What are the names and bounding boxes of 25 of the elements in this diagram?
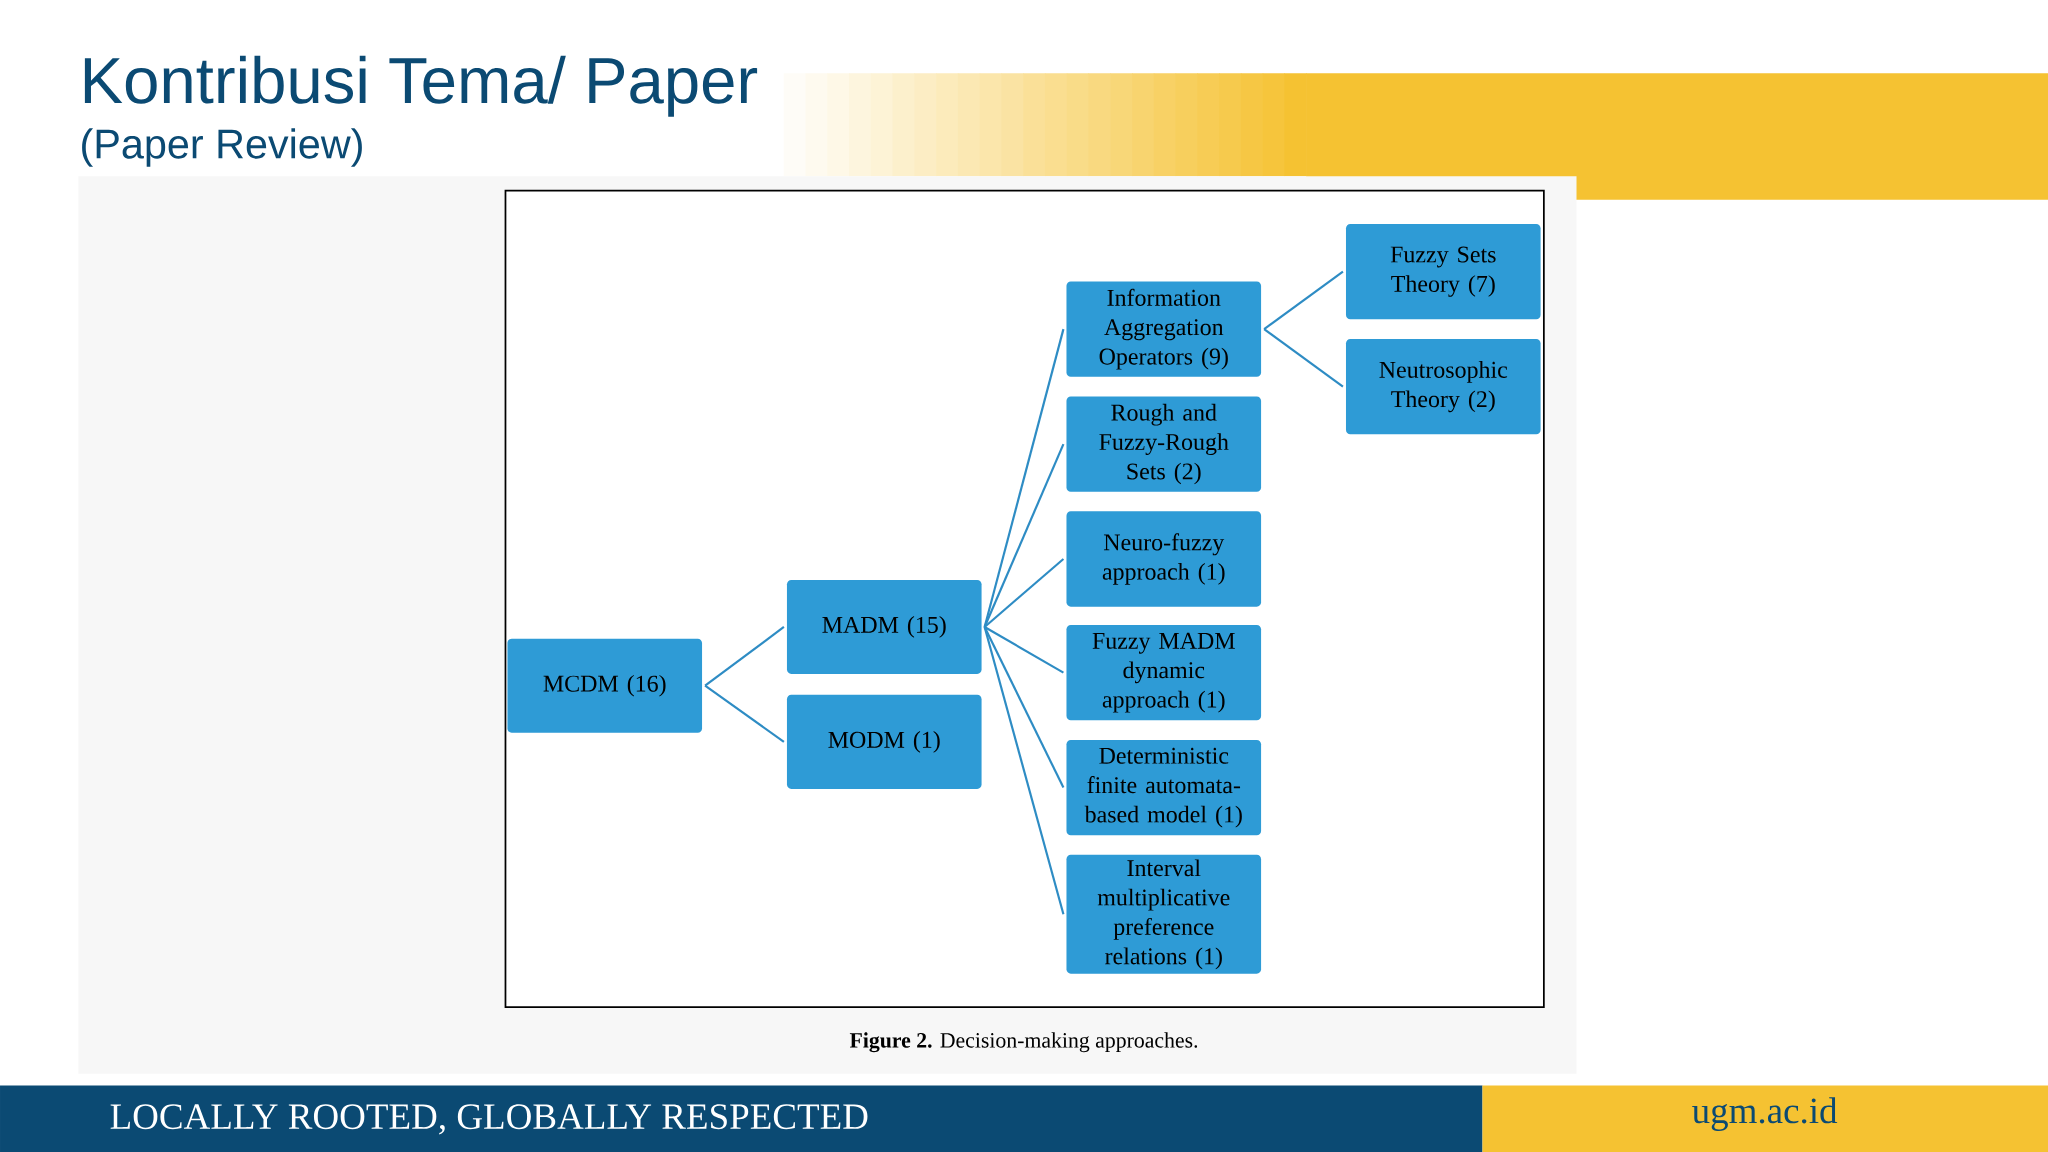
connector-line	[704, 684, 785, 743]
connector-line	[983, 626, 1065, 915]
process-box: Rough and Fuzzy-Rough Sets (2)	[1066, 396, 1262, 492]
process-box: MADM (15)	[786, 579, 982, 674]
tagline: LOCALLY ROOTED, GLOBALLY RESPECTED	[110, 1104, 868, 1135]
connector-line	[984, 626, 1064, 674]
process-box: Interval multiplicative preference relations (1)	[1066, 854, 1262, 974]
slide-subtitle: (Paper Review)	[82, 128, 362, 167]
process-box: Fuzzy MADM dynamic approach (1)	[1066, 625, 1262, 721]
process-box: Information Aggregation Operators (9)	[1066, 281, 1262, 377]
web-address: ugm.ac.id	[1692, 1097, 1838, 1131]
connector-line	[983, 558, 1065, 628]
process-box: Neutrosophic Theory (2)	[1346, 338, 1541, 435]
connector-line	[983, 626, 1065, 789]
connector-line	[1263, 270, 1344, 331]
connector-line	[704, 626, 785, 687]
connector-line	[1263, 328, 1344, 388]
connector-line	[983, 443, 1065, 628]
process-box: MCDM (16)	[507, 638, 703, 733]
process-box: Neuro-fuzzy approach (1)	[1066, 511, 1262, 607]
figure-caption: Figure 2. Decision-making approaches.	[849, 1032, 1198, 1053]
slide-title: Kontribusi Tema/ Paper	[84, 55, 758, 117]
process-box: Fuzzy Sets Theory (7)	[1346, 224, 1541, 320]
process-box: MODM (1)	[786, 694, 982, 789]
process-box: Deterministic finite automata-based model (1)	[1066, 739, 1262, 836]
